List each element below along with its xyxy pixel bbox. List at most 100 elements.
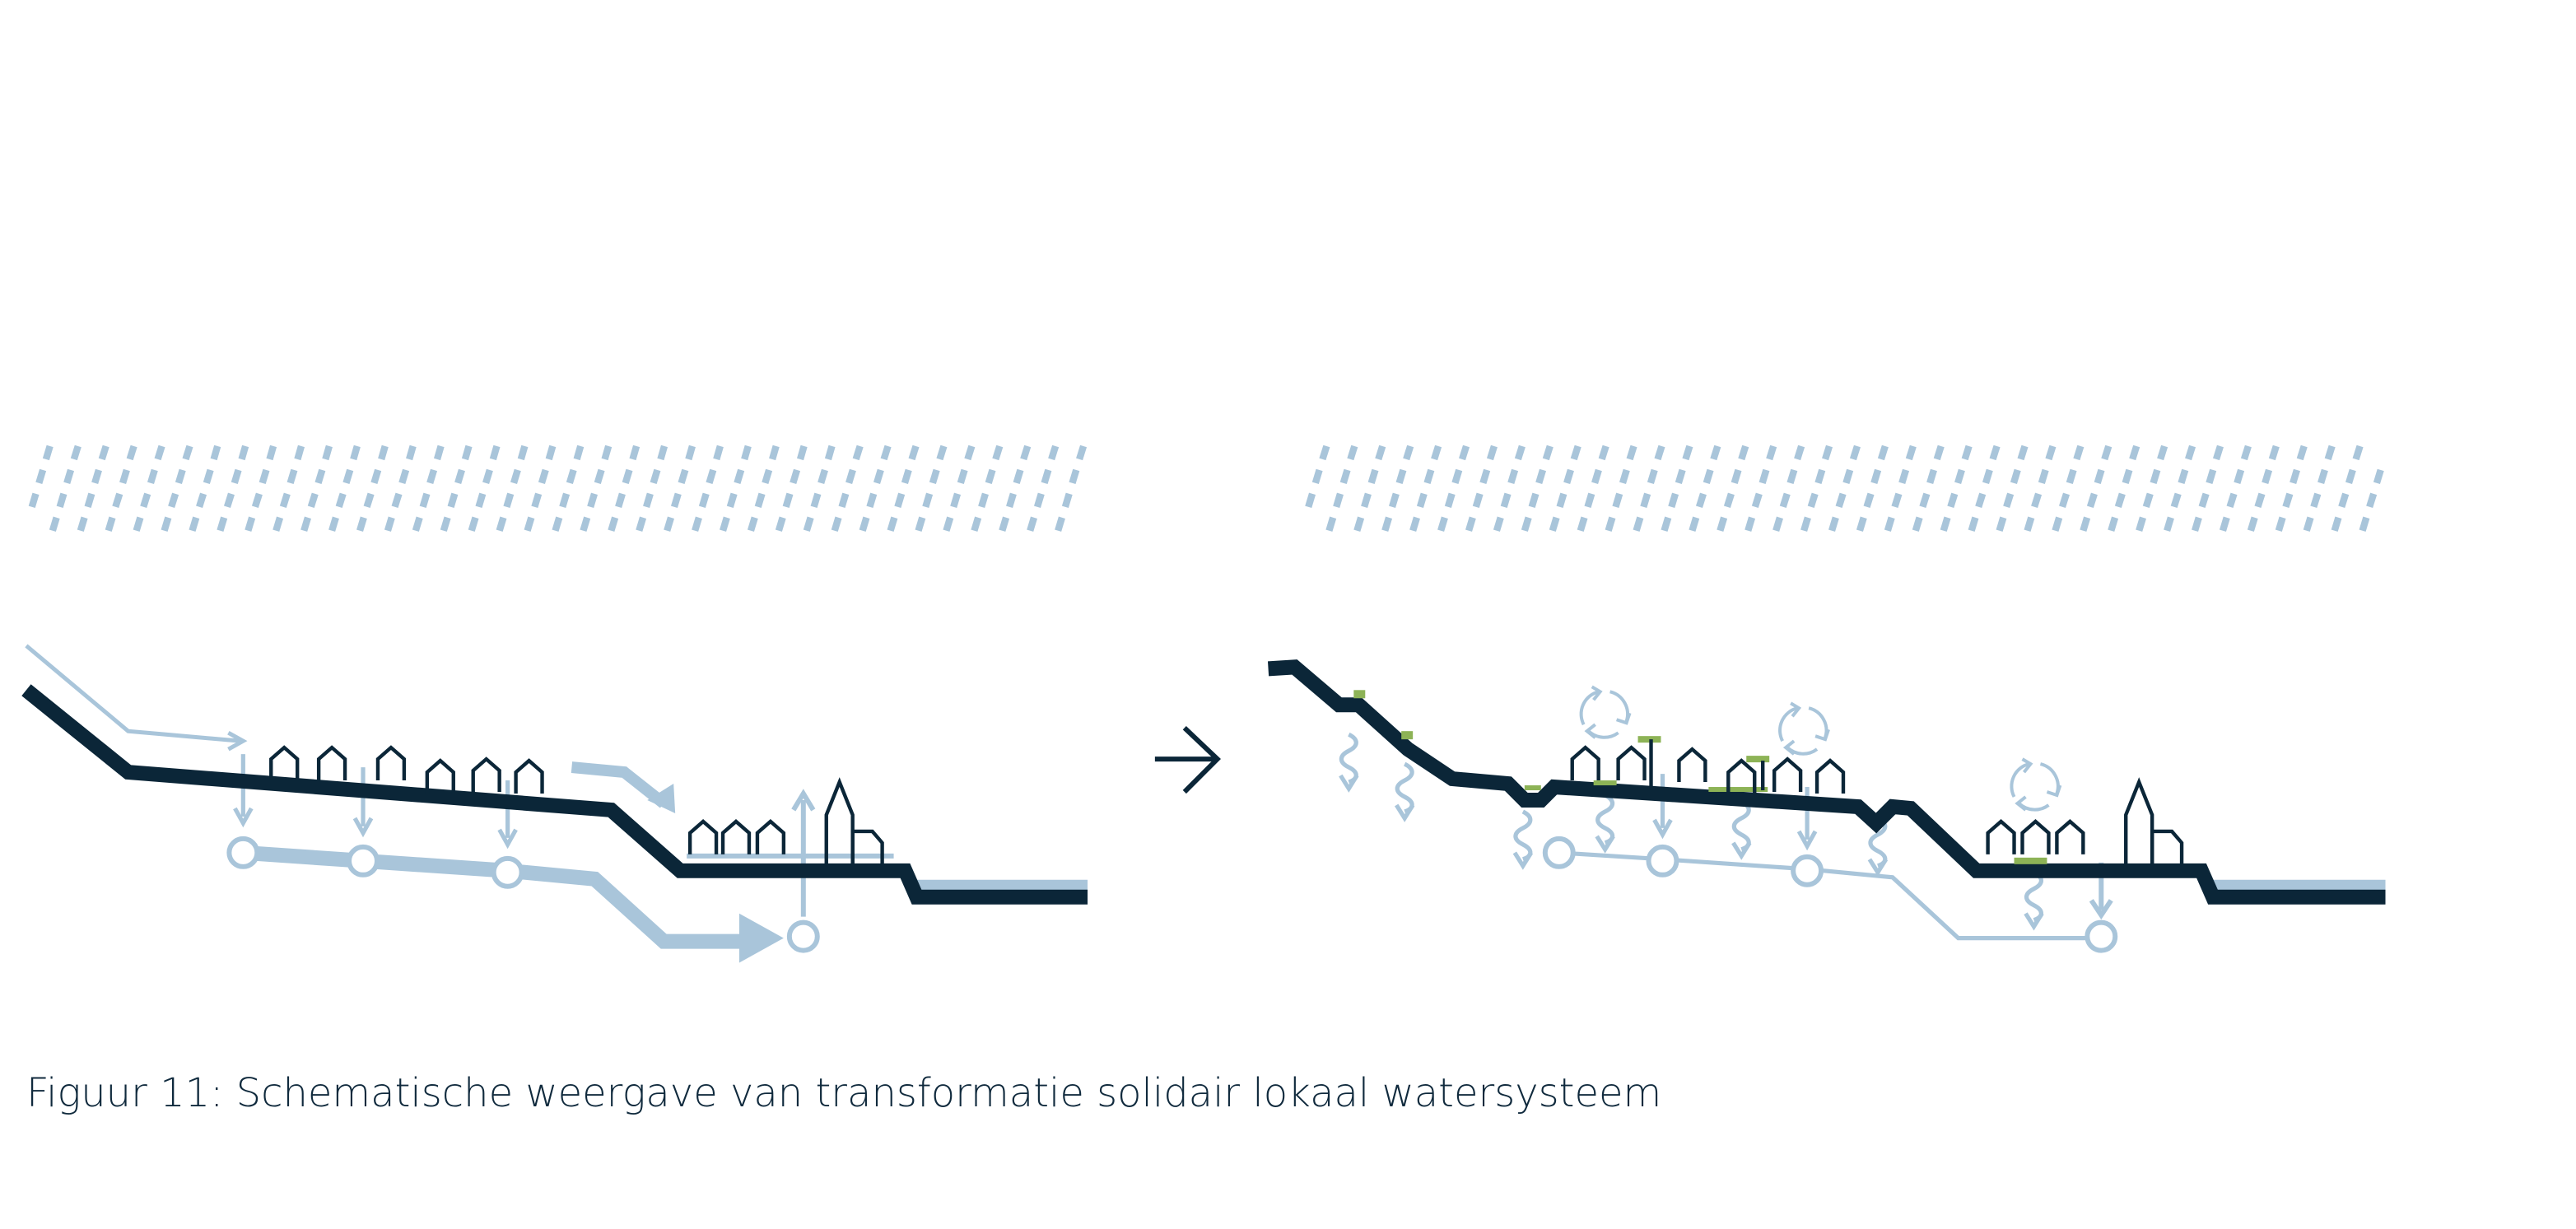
rain-drop bbox=[1479, 468, 1491, 485]
rain-drop bbox=[2114, 492, 2126, 509]
rain-drop bbox=[1598, 445, 1609, 461]
rain-drop bbox=[1695, 492, 1707, 509]
rain-drop bbox=[636, 516, 647, 532]
ground-profile bbox=[21, 684, 1088, 905]
rain-drop bbox=[706, 468, 717, 485]
rain-drop bbox=[503, 492, 515, 508]
rain-drop bbox=[2331, 516, 2342, 532]
rain-drop bbox=[601, 445, 613, 461]
rain-drop bbox=[231, 468, 242, 485]
rain-drop bbox=[1877, 445, 1889, 461]
rain-drop bbox=[1444, 492, 1456, 508]
rain-drop bbox=[1353, 516, 1365, 532]
rain-drop bbox=[713, 445, 724, 461]
rain-drop bbox=[978, 492, 989, 508]
rain-drop bbox=[1486, 445, 1498, 461]
rain-drop bbox=[294, 445, 305, 461]
rain-drop bbox=[957, 468, 968, 485]
house-icon bbox=[1679, 749, 1705, 782]
rain-drop bbox=[2296, 445, 2308, 461]
infiltration-icon bbox=[1597, 795, 1614, 850]
rain-drop bbox=[2275, 516, 2286, 532]
rain-drop bbox=[1389, 492, 1400, 508]
rain-drop bbox=[922, 492, 934, 508]
rain-drop bbox=[1703, 468, 1714, 485]
rain-drop bbox=[1626, 445, 1637, 461]
house-icon bbox=[690, 822, 716, 854]
rain-drop bbox=[1465, 516, 1476, 532]
rain-drop bbox=[1619, 468, 1630, 485]
rain-drop bbox=[259, 468, 270, 485]
rain-drop bbox=[2359, 516, 2370, 532]
rain-drop bbox=[943, 516, 954, 532]
rain-drop bbox=[1654, 445, 1665, 461]
rain-drop bbox=[42, 445, 54, 461]
rain-drop bbox=[685, 445, 696, 461]
rain-drop bbox=[698, 492, 710, 508]
rain-drop bbox=[1723, 492, 1735, 509]
rain-drop bbox=[370, 468, 382, 485]
rain-drop bbox=[985, 468, 996, 485]
rain-drop bbox=[678, 468, 689, 485]
house-icon bbox=[319, 747, 345, 780]
rain-drop bbox=[2058, 492, 2070, 509]
rain-drop bbox=[119, 468, 130, 485]
rain-drop bbox=[133, 516, 144, 532]
rain-drop bbox=[1668, 492, 1679, 508]
rain-drop bbox=[2080, 516, 2091, 532]
rain-drop bbox=[140, 492, 151, 509]
rain-drop bbox=[1563, 468, 1574, 485]
rain-drop bbox=[2086, 492, 2098, 509]
rain-drop bbox=[363, 492, 375, 509]
house-icon bbox=[723, 822, 749, 854]
rain-drop bbox=[1800, 516, 1811, 532]
rain-drop bbox=[314, 468, 326, 485]
rain-drop bbox=[251, 492, 263, 509]
rain-drop bbox=[77, 516, 88, 532]
rain-drop bbox=[1493, 516, 1504, 532]
rain-drop bbox=[566, 468, 577, 485]
rain-drop bbox=[2366, 492, 2378, 509]
rain-drop bbox=[1577, 516, 1588, 532]
rain-drop bbox=[1375, 445, 1386, 461]
rain-drop bbox=[2234, 468, 2245, 485]
rain-drop bbox=[741, 445, 752, 461]
rain-drop bbox=[1849, 445, 1861, 461]
rain-drop bbox=[70, 445, 82, 461]
rain-drop bbox=[286, 468, 298, 485]
house-icon bbox=[378, 747, 404, 780]
rain-drop bbox=[2345, 468, 2356, 485]
rain-drop bbox=[838, 492, 850, 508]
rain-drop bbox=[2108, 516, 2119, 532]
rain-drop bbox=[531, 492, 543, 508]
rain-drop bbox=[489, 445, 501, 461]
rain-drop bbox=[1682, 445, 1693, 461]
house-icon bbox=[516, 761, 543, 794]
rain-drop bbox=[1347, 445, 1358, 461]
rain-drop bbox=[1013, 468, 1024, 485]
rain-drop bbox=[1745, 516, 1756, 532]
rain-drop bbox=[1311, 468, 1323, 485]
rain-drop bbox=[2003, 492, 2015, 509]
rain-drop bbox=[189, 516, 200, 532]
rain-drop bbox=[587, 492, 598, 508]
rain-drop bbox=[273, 516, 284, 532]
rain-drop bbox=[1675, 468, 1686, 485]
drainage-pipes bbox=[226, 754, 820, 963]
rain-drop bbox=[629, 445, 641, 461]
rain-drop bbox=[622, 468, 633, 485]
rain-drop bbox=[2066, 468, 2077, 485]
rain-drop bbox=[2150, 468, 2161, 485]
rain-drop bbox=[559, 492, 571, 508]
rain-drop bbox=[1472, 492, 1484, 508]
rain-drop bbox=[384, 516, 395, 532]
rain-drop bbox=[1055, 516, 1065, 532]
rain-drop bbox=[1961, 445, 1973, 461]
house-icon bbox=[1774, 759, 1800, 792]
rain-drop bbox=[594, 468, 605, 485]
rain-drop bbox=[2045, 445, 2057, 461]
rain-drop bbox=[726, 492, 738, 508]
rain-drop bbox=[2206, 468, 2217, 485]
rain-drop bbox=[161, 516, 172, 532]
rain-drop bbox=[2073, 445, 2085, 461]
